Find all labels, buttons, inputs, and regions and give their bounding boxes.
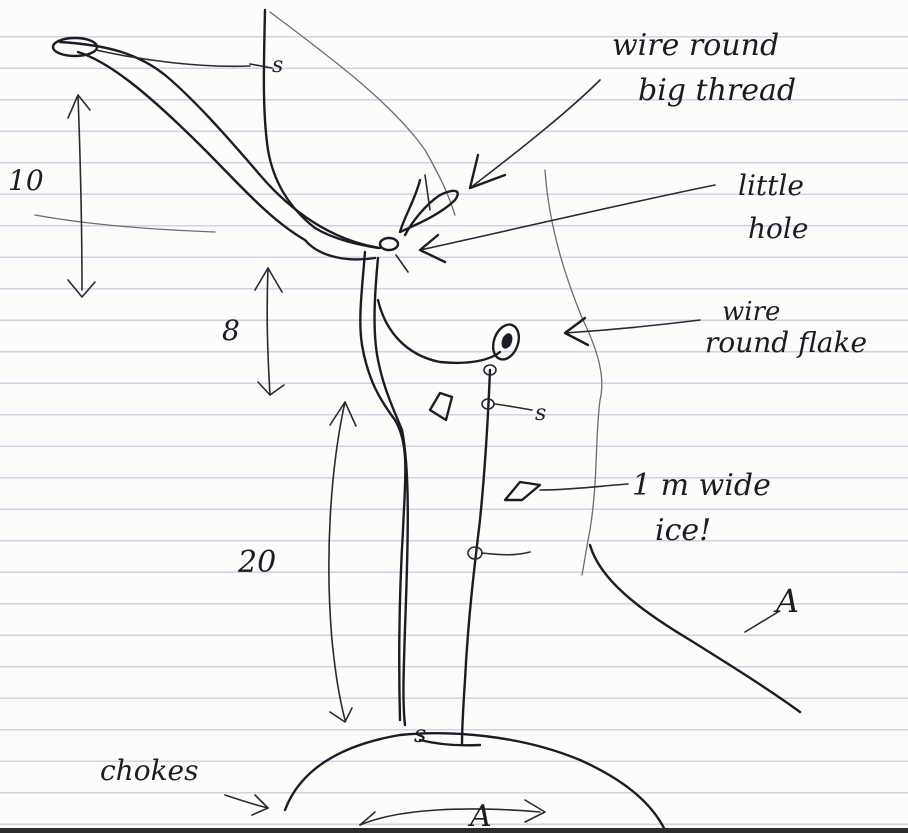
trunk-inner-line: [375, 258, 408, 725]
dim-10-line: [78, 95, 82, 290]
dim-20-head-bottom: [330, 708, 352, 722]
bolt-hanger-2: [494, 404, 532, 410]
gully-left-line: [60, 42, 380, 248]
branch-to-flake: [378, 300, 500, 363]
ice-marker: [505, 482, 540, 500]
label-anchor-s-top: s: [272, 53, 283, 78]
central-line-upper: [264, 10, 378, 248]
anchor-top-tick: [250, 64, 272, 68]
bolt-hanger-3: [482, 552, 530, 555]
label-hole: hole: [748, 212, 808, 245]
dim-20-line: [329, 402, 345, 720]
guide-line-faint: [35, 215, 215, 232]
small-square-marker: [430, 393, 452, 420]
label-dim-20: 20: [237, 545, 276, 580]
label-wire: wire: [722, 297, 780, 327]
right-line-down: [462, 370, 490, 745]
flake-core: [500, 332, 515, 350]
label-wire-round: wire round: [612, 28, 779, 63]
little-hole-ring: [380, 238, 398, 250]
label-section-a-right: A: [773, 582, 799, 620]
gully-top-loop: [53, 38, 97, 56]
ice-arrow-shaft: [540, 484, 628, 490]
label-anchor-s-bottom: s: [414, 720, 426, 748]
label-dim-10: 10: [8, 164, 44, 197]
label-ice: ice!: [655, 513, 711, 548]
rock-edge-right-faint: [545, 170, 602, 575]
label-anchor-s-mid: s: [535, 401, 546, 426]
gully-upper-line: [78, 52, 375, 259]
label-little: little: [738, 169, 804, 202]
arrow-little-hole-shaft: [420, 185, 715, 250]
page-bottom-edge: [0, 828, 908, 833]
label-dim-8: 8: [222, 314, 240, 347]
label-1m-wide: 1 m wide: [632, 468, 771, 503]
bottom-a-dimension: [360, 809, 540, 825]
little-hole-tail: [396, 255, 408, 272]
trunk-left-line: [360, 252, 405, 720]
label-big-thread: big thread: [638, 73, 796, 108]
dim-8-head-bottom: [258, 382, 284, 395]
label-chokes: chokes: [100, 754, 198, 787]
bottom-anchor-line: [420, 740, 480, 745]
arrow-big-thread-shaft: [470, 80, 600, 188]
rock-edge-a-right: [590, 545, 800, 712]
bottom-a-head-left: [360, 812, 375, 825]
label-round-flake: round flake: [705, 326, 867, 359]
rock-outline-faint: [270, 12, 455, 215]
rock-edge-a-tick: [745, 612, 778, 632]
arrow-flake-shaft: [565, 320, 700, 333]
dim-8-line: [267, 268, 270, 395]
